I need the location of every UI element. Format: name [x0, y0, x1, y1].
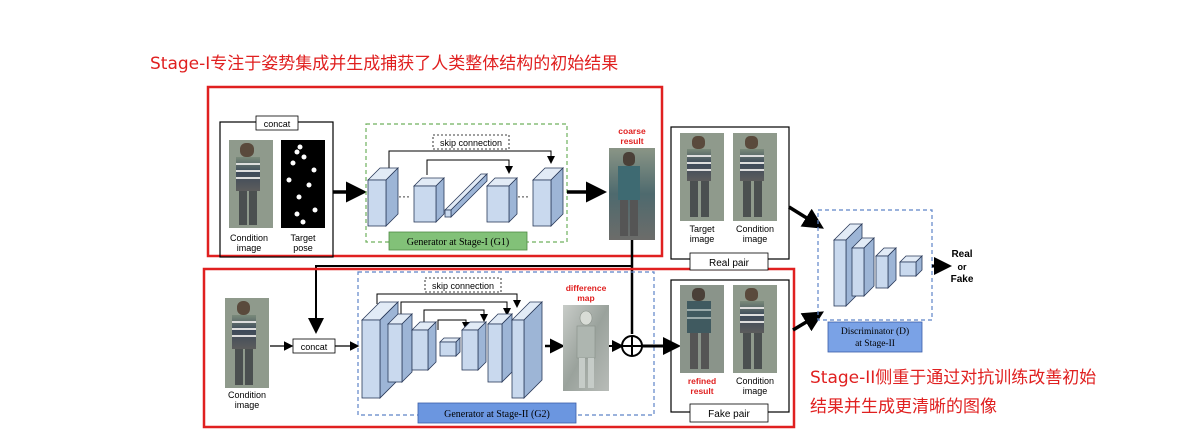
stage1-annotation: Stage-I专注于姿势集成并生成捕获了人类整体结构的初始结果 [150, 54, 618, 74]
stage1-condition-image [229, 140, 273, 228]
difference-map-image [563, 305, 609, 391]
stage1-condition-label-2: image [237, 243, 262, 253]
stage2-condition-label-1: Condition [228, 390, 266, 400]
generator2-label: Generator at Stage-II (G2) [444, 409, 550, 420]
fake-pair-refined-image [680, 285, 724, 373]
stage1-condition-label-1: Condition [230, 233, 268, 243]
real-pair-cond-label-2: image [743, 234, 768, 244]
generator1-box [365, 123, 568, 243]
fake-pair-condition-image [733, 285, 777, 373]
stage2-condition-label-2: image [235, 400, 260, 410]
stage2-skip-inner [423, 309, 488, 322]
real-pair-target-label-1: Target [689, 224, 715, 234]
fake-pair-to-disc-arrow [792, 311, 825, 332]
stage1-skip-outer [388, 150, 555, 168]
discriminator-blocks [833, 223, 923, 307]
real-pair-condition-image [733, 133, 777, 221]
sum-node [621, 335, 643, 357]
real-pair-cond-label-1: Condition [736, 224, 774, 234]
real-or-fake-2: or [958, 262, 967, 272]
stage2-concat-label: concat [301, 342, 328, 352]
discriminator-label-1: Discriminator (D) [841, 326, 909, 337]
generator1-label: Generator at Stage-I (G1) [407, 237, 509, 248]
generator2-label-box [417, 402, 577, 424]
fake-pair-cond-label-2: image [743, 386, 768, 396]
stage2-skip-label: skip connection [432, 281, 494, 291]
fake-pair-cond-label-1: Condition [736, 376, 774, 386]
generator1-blocks [367, 167, 564, 227]
coarse-feedback-line [308, 265, 632, 334]
stage1-target-pose [281, 140, 325, 228]
stage2-skip-mid [400, 301, 511, 316]
stage1-concat-box [255, 115, 299, 131]
real-pair-label-box [689, 252, 769, 271]
real-or-fake-3: Fake [951, 274, 974, 285]
stage1-ellipsis-2: ··· [517, 189, 529, 203]
stage2-annotation-line2: 结果并生成更清晰的图像 [810, 397, 997, 417]
stage1-pose-label-2: pose [293, 243, 313, 253]
generator2-box [357, 271, 655, 416]
discriminator-label-2: at Stage-II [855, 339, 895, 349]
discriminator-label-box [827, 321, 923, 353]
stage1-skip-box [432, 134, 510, 150]
stage1-skip-label: skip connection [440, 138, 502, 148]
stage2-annotation-line1: Stage-II侧重于通过对抗训练改善初始 [810, 368, 1096, 388]
real-pair-label: Real pair [709, 258, 750, 269]
generator1-label-box [388, 231, 528, 251]
coarse-result-label-1: coarse [618, 126, 646, 136]
stage1-ellipsis-1: ··· [398, 189, 410, 203]
real-pair-target-label-2: image [690, 234, 715, 244]
stage1-pose-label-1: Target [290, 233, 316, 243]
stage2-highlight-box [202, 267, 796, 429]
stage1-highlight-box [206, 85, 664, 258]
stage2-skip-box [424, 277, 502, 293]
real-pair-target-image [680, 133, 724, 221]
difference-map-label-2: map [577, 293, 594, 303]
fake-pair-refined-label-1: refined [688, 376, 716, 386]
stage1-concat-label: concat [264, 119, 291, 129]
real-or-fake-1: Real [951, 249, 972, 260]
coarse-result-image [609, 148, 655, 240]
stage2-skip-outer [376, 293, 521, 308]
generator2-blocks [361, 301, 543, 399]
fake-pair-label-box [689, 403, 769, 423]
fake-pair-label: Fake pair [708, 409, 750, 420]
stage2-skip-center [437, 319, 470, 330]
stage2-condition-image [225, 298, 269, 388]
real-pair-to-disc-arrow [788, 205, 824, 229]
difference-map-label-1: difference [566, 283, 607, 293]
stage1-skip-inner [426, 159, 513, 175]
fake-pair-refined-label-2: result [690, 386, 713, 396]
coarse-result-label-2: result [620, 136, 643, 146]
